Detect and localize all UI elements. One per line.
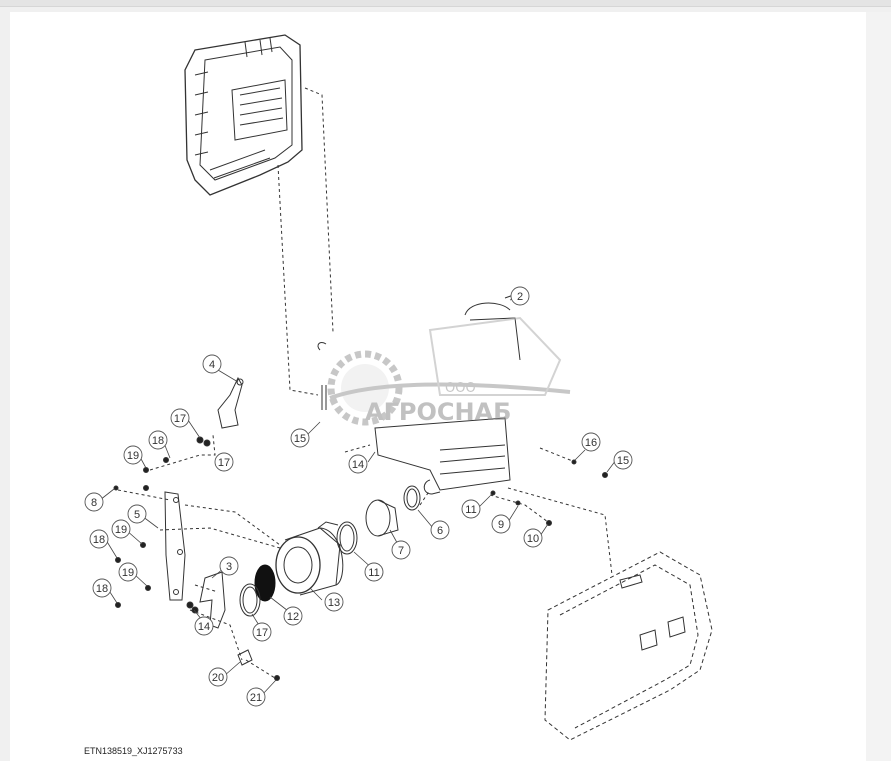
figure-reference: ETN138519_XJ1275733 [84, 746, 183, 756]
inlet-housing-part-6 [275, 521, 344, 596]
bracket-part-4 [217, 376, 244, 429]
bracket-plate-part-5 [164, 491, 186, 601]
callout-circle [214, 452, 234, 472]
callout-circle [523, 528, 543, 548]
callout-number: 16 [585, 437, 597, 449]
callout-number: 18 [96, 583, 108, 595]
callout-circle [510, 286, 530, 306]
hose-clamp-part-11 [239, 521, 358, 617]
precleaner-body-part-20 [374, 417, 511, 495]
leader-lines [117, 87, 613, 679]
callout-number: 21 [250, 692, 262, 704]
callout-circle [84, 492, 104, 512]
callout-circle [252, 622, 272, 642]
callout-circle [127, 504, 147, 524]
callout-circle [123, 445, 143, 465]
callout-number: 8 [91, 497, 97, 509]
callout-circle [246, 687, 266, 707]
screen-part-7 [254, 564, 276, 602]
cover-panel [544, 551, 713, 741]
clip-part-21 [317, 342, 327, 410]
callout-circle [430, 520, 450, 540]
outlet-pipe-part-2 [464, 293, 521, 361]
clamp-part-10 [403, 485, 421, 511]
callout-number: 19 [115, 524, 127, 536]
callout-number: 5 [134, 509, 140, 521]
callout-number: 2 [517, 291, 523, 303]
callout-number: 18 [152, 435, 164, 447]
callout-number: 19 [122, 567, 134, 579]
callout-circle [89, 529, 109, 549]
callout-circle [194, 616, 214, 636]
callout-circle [92, 578, 112, 598]
callout-number: 15 [617, 455, 629, 467]
callout-circle [208, 667, 228, 687]
cover-latches [619, 574, 686, 651]
callout-number: 9 [498, 519, 504, 531]
callout-circle [202, 354, 222, 374]
callout-circle [148, 430, 168, 450]
vacuator-valve-part-12 [237, 649, 253, 666]
callout-circle [391, 540, 411, 560]
callout-number: 10 [527, 533, 539, 545]
callout-circle [581, 432, 601, 452]
callout-circle [111, 519, 131, 539]
callout-number: 12 [287, 611, 299, 623]
watermark-line2: АГРОСНАБ [365, 398, 511, 426]
callout-circle [364, 562, 384, 582]
callout-number: 19 [127, 450, 139, 462]
callout-number: 20 [212, 672, 224, 684]
callout-number: 11 [368, 567, 379, 579]
callout-number: 15 [294, 433, 306, 445]
watermark: ООО АГРОСНАБ [327, 316, 571, 426]
callout-number: 17 [174, 413, 186, 425]
callout-number: 14 [198, 621, 210, 633]
callout-circle [290, 428, 310, 448]
callout-number: 13 [328, 597, 340, 609]
callout-circle [283, 606, 303, 626]
watermark-line1: ООО [445, 381, 476, 396]
callout-number: 14 [352, 459, 364, 471]
air-cleaner-housing [184, 34, 303, 196]
callout-circle [118, 562, 138, 582]
top-bar [0, 0, 891, 7]
callout-circle [491, 514, 511, 534]
callout-circle [613, 450, 633, 470]
callout-number: 18 [93, 534, 105, 546]
bracket-part-3 [199, 571, 226, 629]
callout-number: 11 [465, 504, 476, 516]
callout-number: 3 [226, 561, 232, 573]
hose-part-9 [365, 499, 399, 537]
callout-number: 17 [218, 457, 230, 469]
callout-circle [461, 499, 481, 519]
callout-circle [219, 556, 239, 576]
callout-circle [324, 592, 344, 612]
callout-number: 7 [398, 545, 404, 557]
fasteners [113, 436, 608, 681]
callout-number: 6 [437, 525, 443, 537]
callout-circle [170, 408, 190, 428]
callout-number: 4 [209, 359, 215, 371]
callout-circle [348, 454, 368, 474]
right-gutter [866, 12, 891, 761]
callout-labels: 2 4 17 18 19 8 5 19 18 19 18 3 17 12 13 11 7 6 11 9 10 16 15 14… [84, 286, 633, 707]
callout-number: 17 [256, 627, 268, 639]
